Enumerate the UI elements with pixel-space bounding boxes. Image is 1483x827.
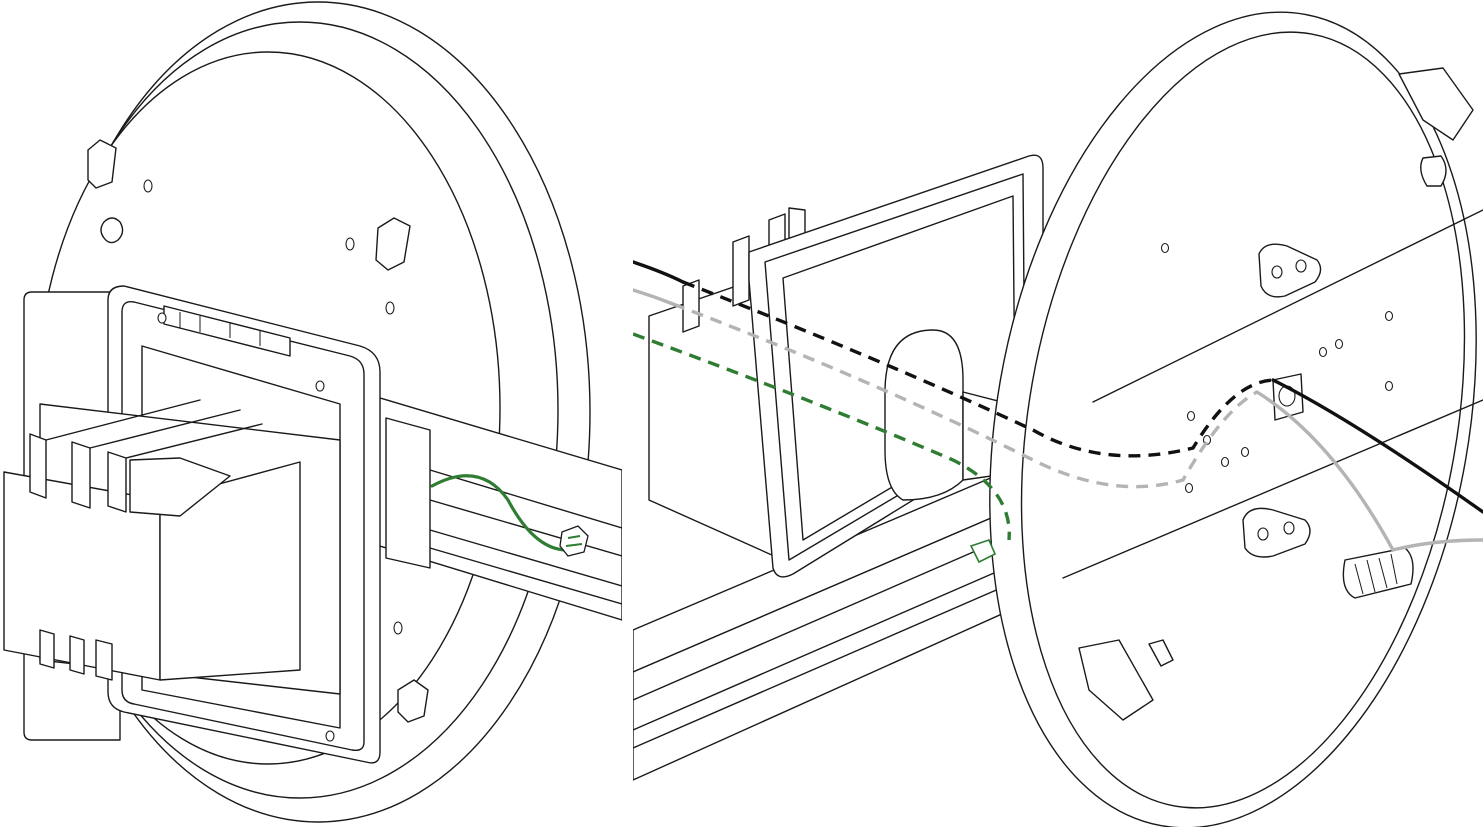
vent-slots [179,312,261,346]
driver-top-plate [129,457,231,517]
hole [1257,527,1269,541]
ground-screw-icon [969,539,997,564]
hole [1334,338,1344,350]
driver-feet [39,629,113,681]
hole [1160,242,1170,254]
corner-clip-top [1398,67,1474,141]
hole [1220,456,1230,468]
keyhole-slot [100,217,124,244]
housing-bar-channel [1062,209,1483,579]
hole [345,237,355,251]
driver-fin [732,235,750,307]
left-panel-assembled-view [0,0,622,827]
neutral-wire-solid-right [1255,390,1483,552]
mounting-clip-top-right [375,217,411,271]
bar-edge [429,469,622,529]
fixture-housing [989,11,1483,827]
oval-boss-top [1258,243,1322,298]
line-wire-solid-right [1271,378,1483,514]
line-wire-solid-left [633,260,685,284]
ground-screw-wrap [565,535,583,547]
neutral-wire-solid-left [633,288,675,306]
driver-side-face [159,461,301,681]
screw-hole [315,380,325,392]
hole [1271,265,1283,279]
oval-boss-bottom [1242,507,1311,558]
hole [385,301,395,315]
wiring [633,260,1483,564]
driver-block [3,399,431,695]
hole [1384,380,1394,392]
line-wire-dashed [682,280,1274,458]
screw-hole [157,312,167,324]
post-bottom [1148,639,1174,667]
driver-fin [71,441,91,509]
bar-edge [429,547,622,605]
driver-fin [682,279,700,333]
hole [1384,310,1394,322]
hole [1184,482,1194,494]
ground-wire-path [430,474,582,552]
driver-fin [107,451,127,513]
hole [393,621,403,635]
hole [1295,259,1307,273]
bar-edges [633,525,1034,749]
screw-hole [325,730,335,742]
conduit-collar [884,329,964,501]
right-panel-exploded-view [633,0,1483,827]
hole [143,179,153,193]
ground-wire-dashed [633,332,1011,541]
ground-screw-icon [559,525,589,557]
bar-bracket [385,417,431,569]
hole [1283,521,1295,535]
mounting-clip-bottom [397,679,429,723]
mounting-clip-top-left [87,139,117,189]
left-diagram-svg [3,1,622,823]
bar-edge [429,529,622,587]
hole [1318,346,1328,358]
hole [1186,410,1196,422]
connector-ribs [1354,553,1398,595]
post-top [1420,155,1447,187]
driver-fin [29,433,47,499]
corner-clip-bottom [1078,639,1154,721]
housing-rim-inner [1020,31,1466,809]
ground-wire [430,474,589,557]
back-plate-features [87,139,429,723]
hole [1240,446,1250,458]
right-diagram-svg [633,11,1483,827]
driver-fin-tops [45,399,263,459]
